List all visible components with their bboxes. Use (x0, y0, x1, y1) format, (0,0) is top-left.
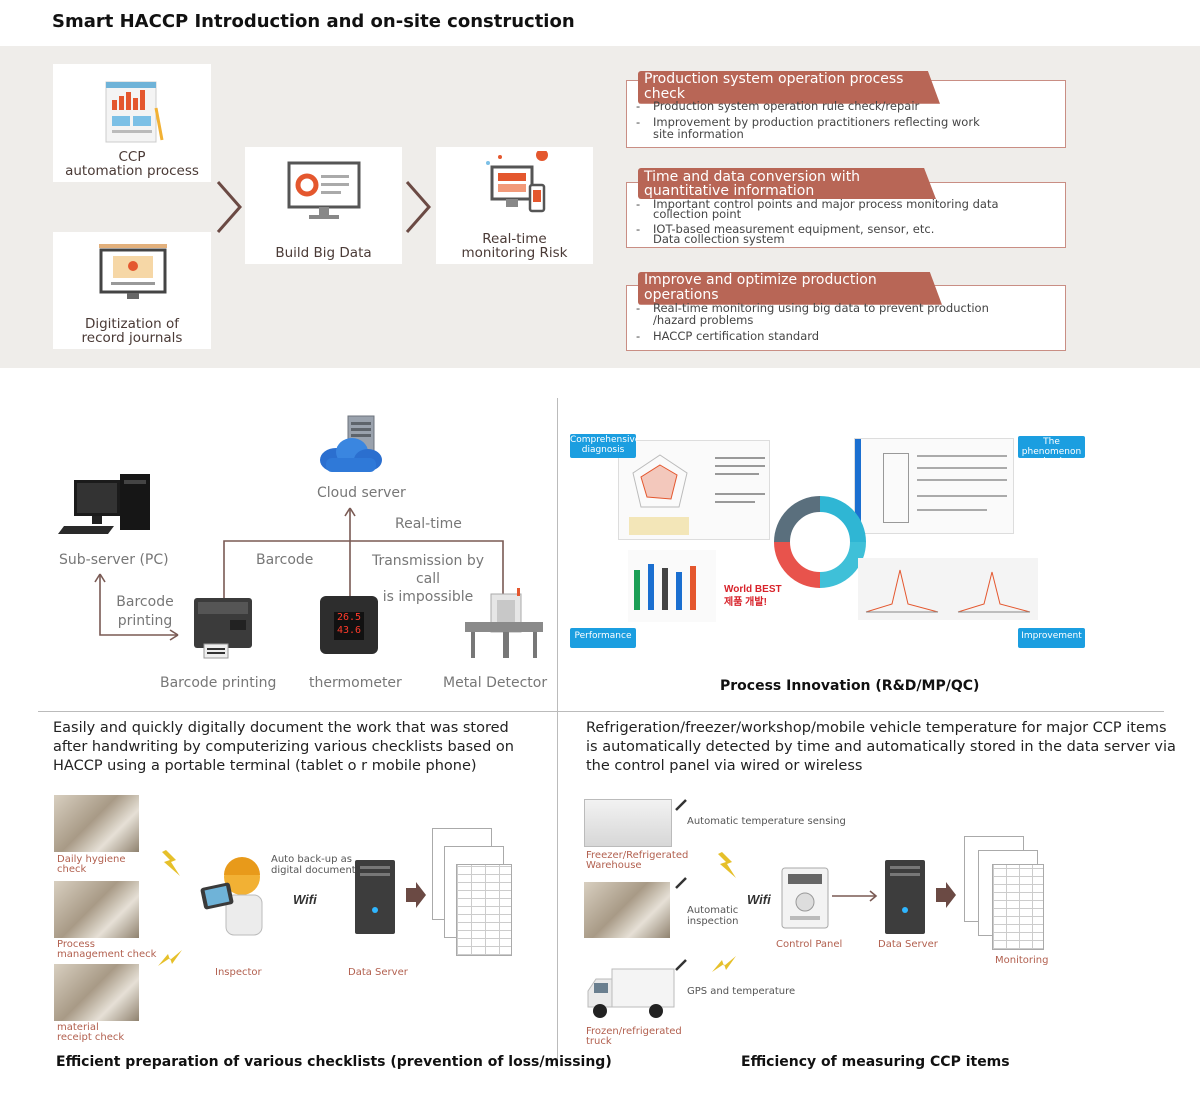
network-lines (94, 507, 504, 641)
page-title: Smart HACCP Introduction and on-site con… (52, 11, 575, 32)
barcode-printing-label: Barcode printing (160, 675, 277, 691)
chevron-right-icon (405, 181, 431, 233)
material-receipt-label: material receipt check (57, 1022, 125, 1043)
wifi-icon: Wifi (747, 892, 771, 907)
inspector-icon (200, 857, 263, 936)
optimize-item-1: -Real-time monitoring using big data to … (636, 301, 989, 328)
ccp-paragraph: Refrigeration/freezer/workshop/mobile ve… (586, 720, 1176, 775)
sensor-icon (675, 799, 687, 811)
data-server-icon (885, 860, 925, 934)
auto-backup-label: Auto back-up as digital document (271, 854, 356, 876)
lightning-icon (158, 950, 182, 966)
innovation-caption: Process Innovation (R&D/MP/QC) (720, 678, 980, 694)
lightning-icon (162, 850, 180, 876)
checklist-paragraph: Easily and quickly digitally document th… (53, 720, 514, 775)
auto-temp-label: Automatic temperature sensing (687, 816, 846, 827)
lightning-icon (718, 852, 736, 878)
desktop-pc-icon (58, 474, 150, 534)
record-journals-label: Digitization of record journals (81, 315, 183, 346)
sensor-icon (675, 877, 687, 889)
barcode-printer-icon (194, 598, 252, 659)
ccp-caption: Efficiency of measuring CCP items (741, 1054, 1010, 1070)
monitoring-documents (964, 836, 1044, 954)
checklist-caption: Efficient preparation of various checkli… (56, 1054, 612, 1070)
metal-detector-label: Metal Detector (443, 675, 548, 691)
process-photo (54, 881, 139, 938)
innovation-diagram: World BEST 제품 개발! Comprehensive diagnosi… (566, 430, 1086, 655)
data-conversion-item-1: -Important control points and major proc… (636, 197, 999, 222)
truck-icon (587, 968, 675, 1018)
data-conversion-header: Time and data conversion with quantitati… (638, 168, 936, 199)
diagnosis-panel (618, 440, 770, 540)
big-data-card: Build Big Data (245, 147, 402, 264)
cloud-server-label: Cloud server (317, 485, 406, 501)
ccp-automation-card: CCP automation process (53, 64, 211, 182)
documents-stack (432, 828, 512, 960)
sub-server-label: Sub-server (PC) (59, 552, 169, 568)
monitoring-label: Monitoring (995, 955, 1049, 966)
control-panel-icon (781, 867, 829, 929)
phenomenon-check-badge: The phenomenon check (1018, 436, 1085, 467)
real-time-label: Real-time (395, 516, 462, 532)
performance-panel (628, 550, 716, 622)
data-server-icon (355, 860, 395, 934)
hygiene-photo (54, 795, 139, 852)
cycle-arrows-icon (774, 496, 866, 588)
improvement-panel (858, 558, 1038, 620)
improvement-badge: Improvement (1018, 628, 1085, 648)
control-panel-label: Control Panel (776, 939, 843, 950)
comprehensive-diagnosis-badge: Comprehensive diagnosis (570, 434, 640, 458)
vertical-divider (557, 398, 558, 1068)
freezer-photo (584, 799, 672, 847)
monitor-chart-icon (287, 161, 361, 219)
material-photo (54, 964, 139, 1021)
ccp-automation-label: CCP automation process (65, 148, 199, 179)
process-check-header: Production system operation process chec… (638, 71, 940, 104)
wifi-icon: Wifi (293, 892, 317, 907)
arrow-right-icon (406, 882, 426, 908)
inspector-label: Inspector (215, 967, 262, 978)
auto-inspection-label: Automatic inspection (687, 905, 739, 927)
cloud-server-icon (320, 415, 382, 472)
performance-badge: Performance (570, 628, 636, 648)
process-check-item-2: -Improvement by production practitioners… (636, 115, 980, 142)
metal-detector-icon (465, 588, 543, 658)
horizontal-divider (38, 711, 1164, 712)
realtime-risk-card: Real-time monitoring Risk (436, 147, 593, 264)
workshop-photo (584, 882, 670, 938)
process-check-item-1: -Production system operation rule check/… (636, 99, 920, 113)
optimize-item-2: -HACCP certification standard (636, 329, 820, 343)
transmission-label: Transmission by call is impossible (371, 553, 485, 606)
world-best-text: World BEST 제품 개발! (724, 584, 782, 608)
journal-monitor-icon (99, 244, 167, 299)
big-data-label: Build Big Data (275, 244, 372, 261)
record-journals-card: Digitization of record journals (53, 232, 211, 349)
arrow-right-icon (936, 882, 956, 908)
devices-icon (486, 151, 548, 213)
thermometer-display: 26.5 43.6 (334, 612, 364, 640)
phenomenon-panel (854, 438, 1014, 535)
radar-chart (632, 454, 688, 508)
thermometer-label: thermometer (309, 675, 402, 691)
realtime-risk-label: Real-time monitoring Risk (461, 230, 568, 261)
process-management-label: Process management check (57, 939, 157, 960)
barcode-label: Barcode (256, 552, 314, 568)
thermometer-device: 26.5 43.6 (320, 596, 378, 654)
gps-label: GPS and temperature (687, 986, 796, 997)
sensor-icon (675, 959, 687, 971)
truck-label: Frozen/refrigerated truck (586, 1026, 682, 1047)
ccp-data-server-label: Data Server (878, 939, 938, 950)
daily-hygiene-label: Daily hygiene check (57, 854, 126, 875)
chevron-right-icon (216, 181, 242, 233)
data-conversion-item-2: -IOT-based measurement equipment, sensor… (636, 222, 935, 247)
lightning-icon (712, 956, 736, 972)
freezer-label: Freezer/Refrigerated Warehouse (586, 850, 689, 871)
optimize-header: Improve and optimize production operatio… (638, 272, 942, 305)
arrow-right-icon (832, 890, 878, 902)
barcode-printing-arrow-label: Barcode printing (116, 594, 174, 629)
data-server-label: Data Server (348, 967, 408, 978)
report-chart-icon (105, 81, 164, 143)
